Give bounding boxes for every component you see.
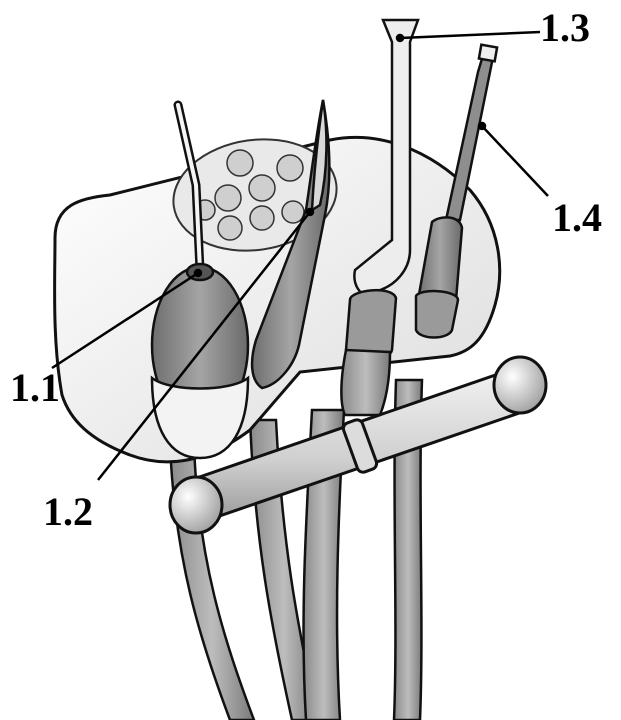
leader-1-4: [482, 126, 548, 196]
label-1-2: 1.2: [43, 492, 93, 532]
panel-button: [282, 201, 304, 223]
label-1-3: 1.3: [540, 8, 590, 48]
leader-1-3: [400, 32, 540, 38]
label-1-1: 1.1: [10, 368, 60, 408]
panel-button: [277, 155, 303, 181]
panel-button: [249, 175, 275, 201]
panel-button: [215, 185, 241, 211]
label-1-4: 1.4: [552, 198, 602, 238]
panel-button: [250, 206, 274, 230]
handle-knob-left: [170, 477, 222, 533]
handle-knob-right: [494, 357, 546, 413]
panel-button: [227, 150, 253, 176]
panel-button: [218, 216, 242, 240]
